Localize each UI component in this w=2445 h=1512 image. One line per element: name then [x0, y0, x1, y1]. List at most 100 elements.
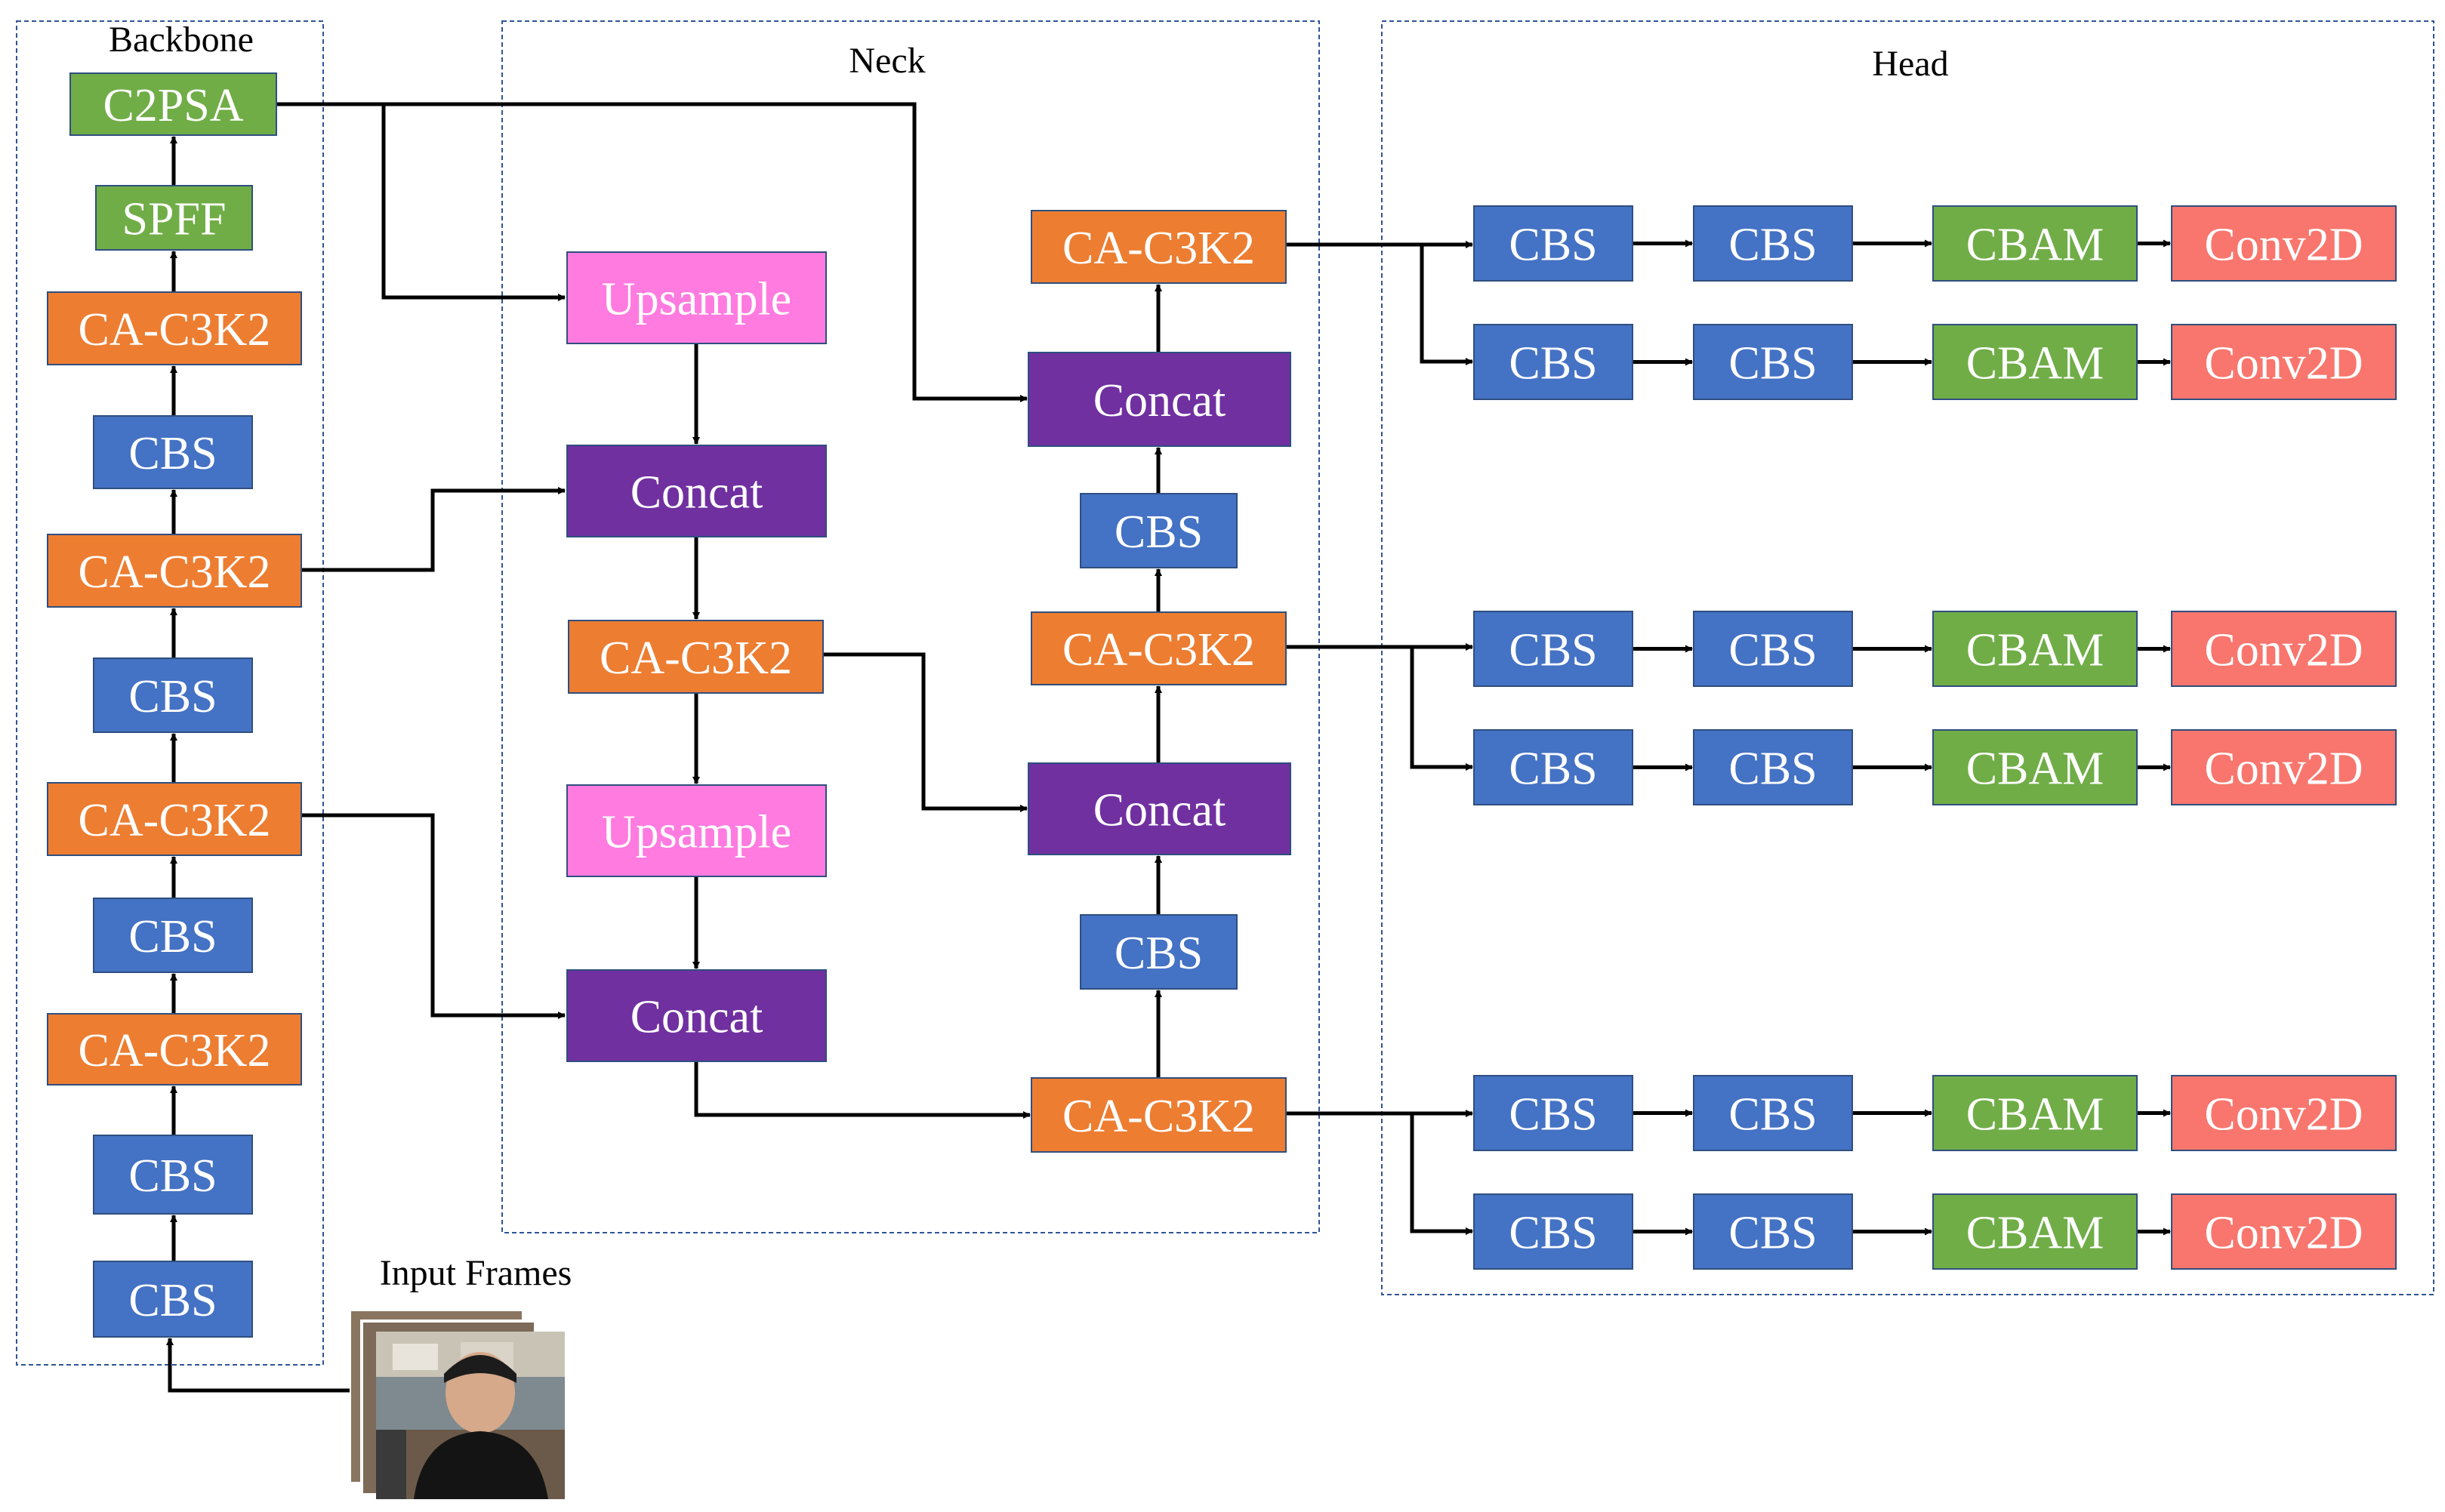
head-row1-cbam-3: CBAM: [1932, 205, 2138, 282]
head-row6-cbs-2-label: CBS: [1728, 1208, 1817, 1259]
nk_up2-box: [566, 784, 827, 877]
backbone-title: Backbone: [109, 20, 254, 60]
head-row6-cbs-2-box: [1693, 1193, 1853, 1270]
nk_cbs_mid: CBS: [1080, 914, 1238, 990]
bb_cbs5: CBS: [93, 1261, 253, 1338]
neck-section-frame: [501, 20, 1320, 1233]
head-row3-cbam-3-label: CBAM: [1966, 625, 2104, 676]
nk_concat_top: Concat: [1028, 352, 1291, 447]
head-row1-conv2d-4-label: Conv2D: [2204, 220, 2363, 271]
head-row1-cbam-3-box: [1932, 205, 2138, 282]
head-row5-conv2d-4-label: Conv2D: [2204, 1089, 2363, 1141]
nk_ca_mid-label: CA-C3K2: [1062, 624, 1255, 676]
nk_up2-label: Upsample: [602, 807, 791, 858]
connector-arrow: [1420, 245, 1473, 365]
nk_cbs_top-box: [1080, 493, 1238, 568]
head-row1-conv2d-4-box: [2171, 205, 2397, 282]
bb_cbs4-box: [93, 1135, 253, 1215]
nk_concat_top-label: Concat: [1093, 375, 1226, 427]
head-row5-cbs-2: CBS: [1693, 1075, 1853, 1151]
bb_ca3-box: [47, 782, 302, 856]
head-row6-cbs-1-label: CBS: [1509, 1208, 1597, 1259]
head-row5-cbam-3-box: [1932, 1075, 2138, 1151]
connector-arrow: [1410, 1113, 1473, 1235]
head-row2-cbs-1-box: [1473, 324, 1633, 400]
nk_ca1: CA-C3K2: [568, 620, 824, 694]
head-row5-cbs-1-label: CBS: [1509, 1089, 1597, 1141]
nk_concat1-label: Concat: [631, 467, 763, 519]
head-row4-cbs-1-label: CBS: [1509, 744, 1597, 795]
head-row2-cbs-1: CBS: [1473, 324, 1633, 400]
head-row4-cbam-3-label: CBAM: [1966, 744, 2104, 795]
bb_ca3-label: CA-C3K2: [79, 795, 271, 846]
bb_ca2: CA-C3K2: [47, 534, 302, 608]
nk_ca_top-label: CA-C3K2: [1062, 223, 1255, 274]
head-row6-cbam-3-box: [1932, 1193, 2138, 1270]
head-row5-cbam-3: CBAM: [1932, 1075, 2138, 1151]
head-row3-cbs-2: CBS: [1693, 611, 1853, 687]
nk_ca_bot: CA-C3K2: [1031, 1077, 1287, 1153]
head-row4-cbs-1: CBS: [1473, 729, 1633, 805]
bb_c2psa-box: [69, 72, 277, 136]
head-row3-conv2d-4-label: Conv2D: [2204, 625, 2363, 676]
connector-arrow: [301, 813, 566, 1019]
bb_spff-box: [95, 185, 253, 251]
head-row2-conv2d-4-label: Conv2D: [2204, 338, 2363, 390]
head-row6-conv2d-4-label: Conv2D: [2204, 1208, 2363, 1259]
bb_cbs3-label: CBS: [128, 911, 217, 962]
bb_cbs1-label: CBS: [128, 428, 217, 479]
nk_concat2-label: Concat: [631, 992, 763, 1043]
bb_cbs4-label: CBS: [128, 1150, 217, 1202]
nk_concat2: Concat: [566, 969, 827, 1062]
nk_ca_bot-label: CA-C3K2: [1062, 1091, 1255, 1142]
head-row6-cbs-2: CBS: [1693, 1193, 1853, 1270]
head-row3-conv2d-4: Conv2D: [2171, 611, 2397, 687]
head-row2-cbam-3: CBAM: [1932, 324, 2138, 400]
head-title: Head: [1872, 44, 1948, 84]
nk_up1: Upsample: [566, 251, 827, 344]
bb_ca4-box: [47, 1013, 302, 1085]
head-row4-cbs-2-label: CBS: [1728, 744, 1817, 795]
input-frames-label: Input Frames: [380, 1253, 572, 1293]
connector-arrow: [166, 1338, 350, 1393]
head-row5-cbam-3-label: CBAM: [1966, 1089, 2104, 1141]
head-row6-cbs-1-box: [1473, 1193, 1633, 1270]
nk_concat_mid-label: Concat: [1093, 785, 1226, 836]
head-row2-cbam-3-box: [1932, 324, 2138, 400]
nk_ca_mid: CA-C3K2: [1031, 611, 1287, 685]
head-row3-cbam-3: CBAM: [1932, 611, 2138, 687]
head-row5-cbs-2-box: [1693, 1075, 1853, 1151]
head-row5-conv2d-4-box: [2171, 1075, 2397, 1151]
bb_ca4-label: CA-C3K2: [79, 1025, 271, 1076]
head-row3-cbs-1-box: [1473, 611, 1633, 687]
nk_up1-box: [566, 251, 827, 344]
bb_c2psa: C2PSA: [69, 72, 277, 136]
bb_ca3: CA-C3K2: [47, 782, 302, 856]
head-row4-cbam-3: CBAM: [1932, 729, 2138, 805]
head-row1-cbs-1-label: CBS: [1509, 220, 1597, 271]
bb_cbs1: CBS: [93, 415, 253, 489]
nk_ca1-label: CA-C3K2: [600, 633, 792, 684]
bb_ca2-label: CA-C3K2: [79, 547, 271, 598]
nk_concat2-box: [566, 969, 827, 1062]
bb_cbs3: CBS: [93, 898, 253, 973]
head-row3-cbam-3-box: [1932, 611, 2138, 687]
head-row3-cbs-1: CBS: [1473, 611, 1633, 687]
nk_cbs_mid-label: CBS: [1115, 928, 1203, 979]
neck-title: Neck: [849, 41, 925, 81]
bb_cbs3-box: [93, 898, 253, 973]
bb_cbs5-label: CBS: [128, 1275, 217, 1326]
head-row3-cbs-1-label: CBS: [1509, 625, 1597, 676]
nk_ca_bot-box: [1031, 1077, 1287, 1153]
head-row3-conv2d-4-box: [2171, 611, 2397, 687]
nk_ca_top: CA-C3K2: [1031, 210, 1287, 284]
bb_cbs2-label: CBS: [128, 671, 217, 722]
head-row3-cbs-2-label: CBS: [1728, 625, 1817, 676]
bb_ca1: CA-C3K2: [47, 291, 302, 365]
head-row6-conv2d-4: Conv2D: [2171, 1193, 2397, 1270]
head-row2-conv2d-4: Conv2D: [2171, 324, 2397, 400]
bb_ca1-box: [47, 291, 302, 365]
diagram-blocks: C2PSASPFFCA-C3K2CBSCA-C3K2CBSCA-C3K2CBSC…: [47, 72, 2397, 1338]
head-row5-cbs-1-box: [1473, 1075, 1633, 1151]
bb_cbs2: CBS: [93, 657, 253, 733]
